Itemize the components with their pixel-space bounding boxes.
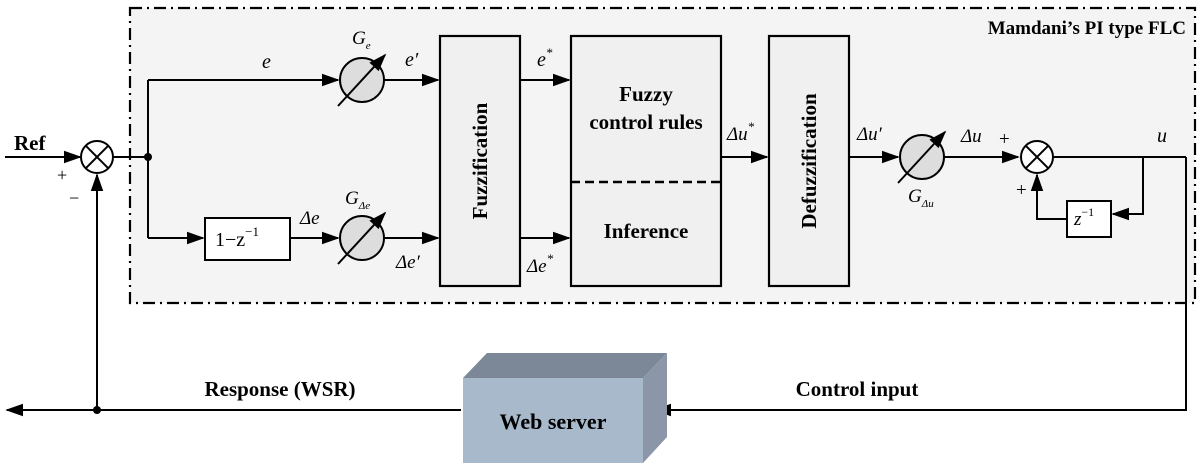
summer-minus-sign: − <box>69 188 79 208</box>
de-label: Δe <box>299 208 320 229</box>
control-input-line <box>653 157 1187 417</box>
accumulator-plus-top: + <box>999 129 1010 150</box>
gain-ge-label: Ge <box>352 28 371 52</box>
du-prime-label: Δu′ <box>856 124 883 145</box>
defuzzification-label: Defuzzification <box>797 93 821 229</box>
web-server-label: Web server <box>500 409 607 434</box>
difference-block <box>204 217 291 261</box>
web-server-block <box>463 353 667 463</box>
u-label: u <box>1157 125 1167 147</box>
delay-loop-out <box>1111 157 1144 221</box>
control-input-label: Control input <box>796 377 919 401</box>
inference-label: Inference <box>604 219 689 243</box>
flc-frame-title: Mamdani’s PI type FLC <box>988 18 1186 39</box>
response-label: Response (WSR) <box>204 377 355 401</box>
accumulator-plus-left: + <box>1016 180 1027 201</box>
delay-block-label: z−1 <box>1073 205 1094 230</box>
gain-gdu-icon <box>897 130 947 184</box>
du-label: Δu <box>960 126 982 147</box>
rules-label-line2: control rules <box>589 110 702 134</box>
gain-gde-label: GΔe <box>345 188 370 212</box>
difference-block-label: 1−z−1 <box>215 224 259 251</box>
fuzzification-block <box>438 34 522 288</box>
e-star-label: e* <box>537 45 553 71</box>
de-star-label: Δe* <box>526 251 554 277</box>
ref-label: Ref <box>14 131 46 155</box>
gain-gdu-label: GΔu <box>908 186 934 210</box>
e-label: e <box>262 51 271 73</box>
input-summing-junction <box>80 140 114 174</box>
accumulator-summing-junction <box>1020 140 1054 174</box>
delay-loop-back <box>1030 173 1067 220</box>
delay-block <box>1066 200 1112 238</box>
e-prime-label: e′ <box>405 49 419 71</box>
rules-label-line1: Fuzzy <box>619 82 673 106</box>
de-prime-label: Δe′ <box>395 252 421 273</box>
rules-inference-block <box>569 34 723 288</box>
summer-plus-sign: + <box>57 165 67 185</box>
du-star-label: Δu* <box>726 119 755 145</box>
fuzzification-label: Fuzzification <box>468 102 492 219</box>
defuzzification-block <box>767 34 851 288</box>
